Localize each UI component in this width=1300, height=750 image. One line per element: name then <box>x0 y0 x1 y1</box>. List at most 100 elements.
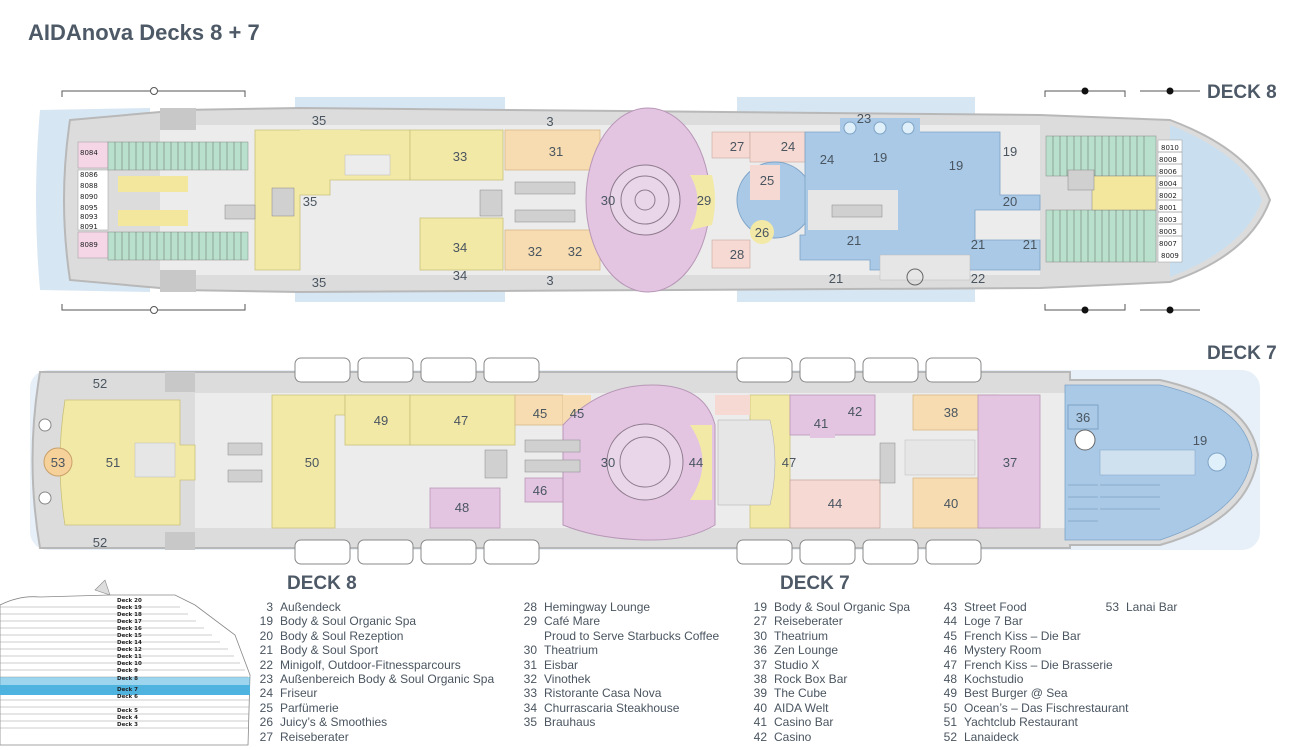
deck7-plan <box>30 357 1260 565</box>
legend-item-number: 39 <box>753 686 767 701</box>
legend-item-name: Body & Soul Sport <box>280 643 379 658</box>
legend-item-number: 43 <box>943 600 957 614</box>
legend-item-name: Lanai Bar <box>1126 600 1178 614</box>
legend-item: 50 Ocean’s – Das Fischrestaurant <box>937 701 1129 715</box>
deck-label-small: Deck 11 <box>117 654 142 660</box>
deck-label-small: Deck 3 <box>117 722 138 728</box>
legend-item-name: Casino <box>774 729 812 744</box>
legend-item-name: Hemingway Lounge <box>544 600 651 614</box>
legend-item-number: 44 <box>943 614 957 629</box>
deck-label-small: Deck 9 <box>117 668 138 674</box>
legend-item-name: Ocean’s – Das Fischrestaurant <box>964 700 1129 715</box>
deck8-label: DECK 8 <box>1207 82 1277 103</box>
legend-item-name: Body & Soul Rezeption <box>280 628 404 643</box>
legend-item-name: Studio X <box>774 657 820 672</box>
legend-item-name: Lanaideck <box>964 729 1019 744</box>
legend-item-name: Loge 7 Bar <box>964 614 1023 629</box>
room-label: 52 <box>93 376 107 391</box>
legend-item-name: Rock Box Bar <box>774 672 848 687</box>
cabin-label: 8008 <box>1159 156 1177 164</box>
cabin-label: 8009 <box>1161 252 1179 260</box>
legend-item-number: 33 <box>523 686 537 701</box>
legend-item-number: 34 <box>523 700 537 715</box>
legend-item-name: Body & Soul Organic Spa <box>774 600 911 614</box>
legend-item-name: Außenbereich Body & Soul Organic Spa <box>280 672 495 687</box>
room-label: 51 <box>106 455 120 470</box>
legend-item-name: Body & Soul Organic Spa <box>280 614 417 629</box>
legend-item-name: Kochstudio <box>964 672 1024 687</box>
room-label: 53 <box>51 455 65 470</box>
room-label: 45 <box>570 406 584 421</box>
deck-label-small: Deck 6 <box>117 694 138 700</box>
room-label: 24 <box>781 139 795 154</box>
deck-label-small: Deck 8 <box>117 676 138 682</box>
legend-item-name: Street Food <box>964 600 1027 614</box>
legend-item-number: 27 <box>259 729 273 744</box>
legend-item-number: 50 <box>943 700 957 715</box>
ship-side-view: Deck 20 Deck 19 Deck 18 Deck 17 Deck 16 … <box>0 579 251 746</box>
legend-item-name: French Kiss – Die Brasserie <box>964 657 1113 672</box>
room-label: 22 <box>971 271 985 286</box>
deck-label-small: Deck 5 <box>117 708 138 714</box>
deck-label-small: Deck 14 <box>117 640 142 646</box>
room-label: 42 <box>848 404 862 419</box>
room-label: 21 <box>1023 237 1037 252</box>
legend-item-number: 36 <box>753 643 767 658</box>
room-label: 21 <box>847 233 861 248</box>
legend-item-name: Yachtclub Restaurant <box>964 715 1078 730</box>
room-label: 44 <box>689 455 703 470</box>
cabin-label: 8090 <box>80 193 98 201</box>
legend-deck7-heading: DECK 7 <box>780 573 850 594</box>
deck-label-small: Deck 15 <box>117 633 142 639</box>
cabin-label: 8002 <box>1159 192 1177 200</box>
room-label: 36 <box>1076 410 1090 425</box>
legend-item-name: Friseur <box>280 686 318 701</box>
legend-item-name: Parfümerie <box>280 700 339 715</box>
cabin-label: 8003 <box>1159 216 1177 224</box>
room-label: 23 <box>857 111 871 126</box>
deck8-plan <box>36 87 1272 314</box>
room-label: 31 <box>549 144 563 159</box>
legend-item-number: 22 <box>259 657 273 672</box>
legend-item: 44 Loge 7 Bar <box>937 614 1129 628</box>
legend-item-name: Eisbar <box>544 657 579 672</box>
legend-item-name: Churrascaria Steakhouse <box>544 700 680 715</box>
room-label: 3 <box>546 273 553 288</box>
room-label: 20 <box>1003 194 1017 209</box>
legend-item: 34 Churrascaria Steakhouse <box>517 701 719 715</box>
room-label: 44 <box>828 496 842 511</box>
legend-item-name: Best Burger @ Sea <box>964 686 1068 701</box>
room-label: 28 <box>730 247 744 262</box>
cabin-label: 8088 <box>80 182 98 190</box>
cabin-label: 8091 <box>80 223 98 231</box>
legend-item-name: Juicy’s & Smoothies <box>280 715 388 730</box>
legend-item-number: 28 <box>523 600 537 614</box>
page-title: AIDAnova Decks 8 + 7 <box>28 20 260 45</box>
room-label: 3 <box>546 114 553 129</box>
room-label: 34 <box>453 240 467 255</box>
cabin-label: 8093 <box>80 213 98 221</box>
deck-label-small: Deck 16 <box>117 626 142 632</box>
legend-item-number: 3 <box>266 600 273 614</box>
room-label: 45 <box>533 406 547 421</box>
room-label: 38 <box>944 405 958 420</box>
